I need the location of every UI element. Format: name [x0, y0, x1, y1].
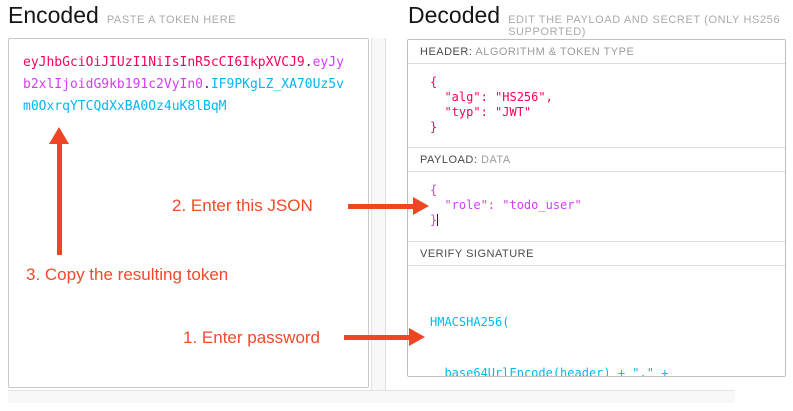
token-dot-1: .	[304, 55, 313, 70]
signature-section-label: VERIFY SIGNATURE	[408, 242, 785, 266]
jwt-token-text[interactable]: eyJhbGciOiJIUzI1NiIsInR5cCI6IkpXVCJ9.eyJ…	[9, 39, 357, 118]
right-arrow-head	[413, 197, 429, 215]
encoded-title: Encoded PASTE A TOKEN HERE	[8, 2, 236, 32]
signature-code-line: HMACSHA256(	[430, 315, 510, 329]
payload-json-line: "role": "todo_user"	[430, 198, 582, 212]
encoded-heading: Encoded	[8, 2, 99, 28]
token-signature-segment: IF9PKgLZ_XA70Uz5vm0OxrqYTCQdXxBA0Oz4uK8l…	[23, 77, 344, 114]
payload-json-close-brace: }	[430, 213, 438, 227]
payload-json-editor[interactable]: { "role": "todo_user"}	[408, 172, 785, 242]
verify-signature-label: VERIFY SIGNATURE	[420, 248, 534, 260]
payload-label-light: DATA	[480, 154, 511, 166]
decoded-subtitle: EDIT THE PAYLOAD AND SECRET (ONLY HS256 …	[508, 14, 781, 38]
encoded-token-textarea[interactable]: eyJhbGciOiJIUzI1NiIsInR5cCI6IkpXVCJ9.eyJ…	[8, 38, 369, 388]
payload-json-line: }	[430, 213, 775, 228]
right-arrow-head-2	[409, 328, 425, 346]
up-arrow-head	[49, 127, 69, 144]
payload-section-label: PAYLOAD: DATA	[408, 148, 785, 172]
payload-json-line: {	[430, 183, 438, 197]
header-json-editor[interactable]: { "alg": "HS256", "typ": "JWT"}	[408, 64, 785, 148]
header-label-strong: HEADER:	[420, 46, 473, 58]
header-json-line: "typ": "JWT"	[430, 105, 532, 119]
signature-code-line: base64UrlEncode(header) + "." +	[430, 366, 669, 377]
header-json-line: {	[430, 75, 438, 89]
signature-body: HMACSHA256( base64UrlEncode(header) + ".…	[408, 266, 785, 377]
token-dot-2: .	[203, 77, 211, 92]
decoded-panel: HEADER: ALGORITHM & TOKEN TYPE { "alg": …	[407, 39, 786, 377]
header-section-label: HEADER: ALGORITHM & TOKEN TYPE	[408, 40, 785, 64]
encoded-subtitle: PASTE A TOKEN HERE	[106, 14, 237, 26]
token-payload-segment: eyJyb2xlIjoidG9kb191c2VyIn0	[23, 55, 344, 92]
up-arrow-shaft	[57, 144, 62, 255]
horizontal-scrollbar[interactable]	[8, 390, 735, 403]
token-header-segment: eyJhbGciOiJIUzI1NiIsInR5cCI6IkpXVCJ9	[23, 55, 305, 70]
header-json-line: "alg": "HS256",	[430, 90, 553, 104]
decoded-title: Decoded EDIT THE PAYLOAD AND SECRET (ONL…	[408, 2, 793, 38]
right-arrow-shaft-2	[344, 335, 409, 340]
header-label-light: ALGORITHM & TOKEN TYPE	[475, 46, 635, 58]
annotation-step1: 1. Enter password	[183, 328, 321, 347]
right-arrow-shaft	[348, 204, 413, 209]
text-caret	[437, 214, 439, 226]
header-json-line: }	[430, 120, 438, 134]
vertical-scrollbar[interactable]	[371, 38, 386, 403]
decoded-heading: Decoded	[408, 2, 501, 28]
annotation-step3: 3. Copy the resulting token	[26, 265, 229, 284]
payload-label-strong: PAYLOAD:	[420, 154, 478, 166]
annotation-step2: 2. Enter this JSON	[172, 196, 313, 215]
